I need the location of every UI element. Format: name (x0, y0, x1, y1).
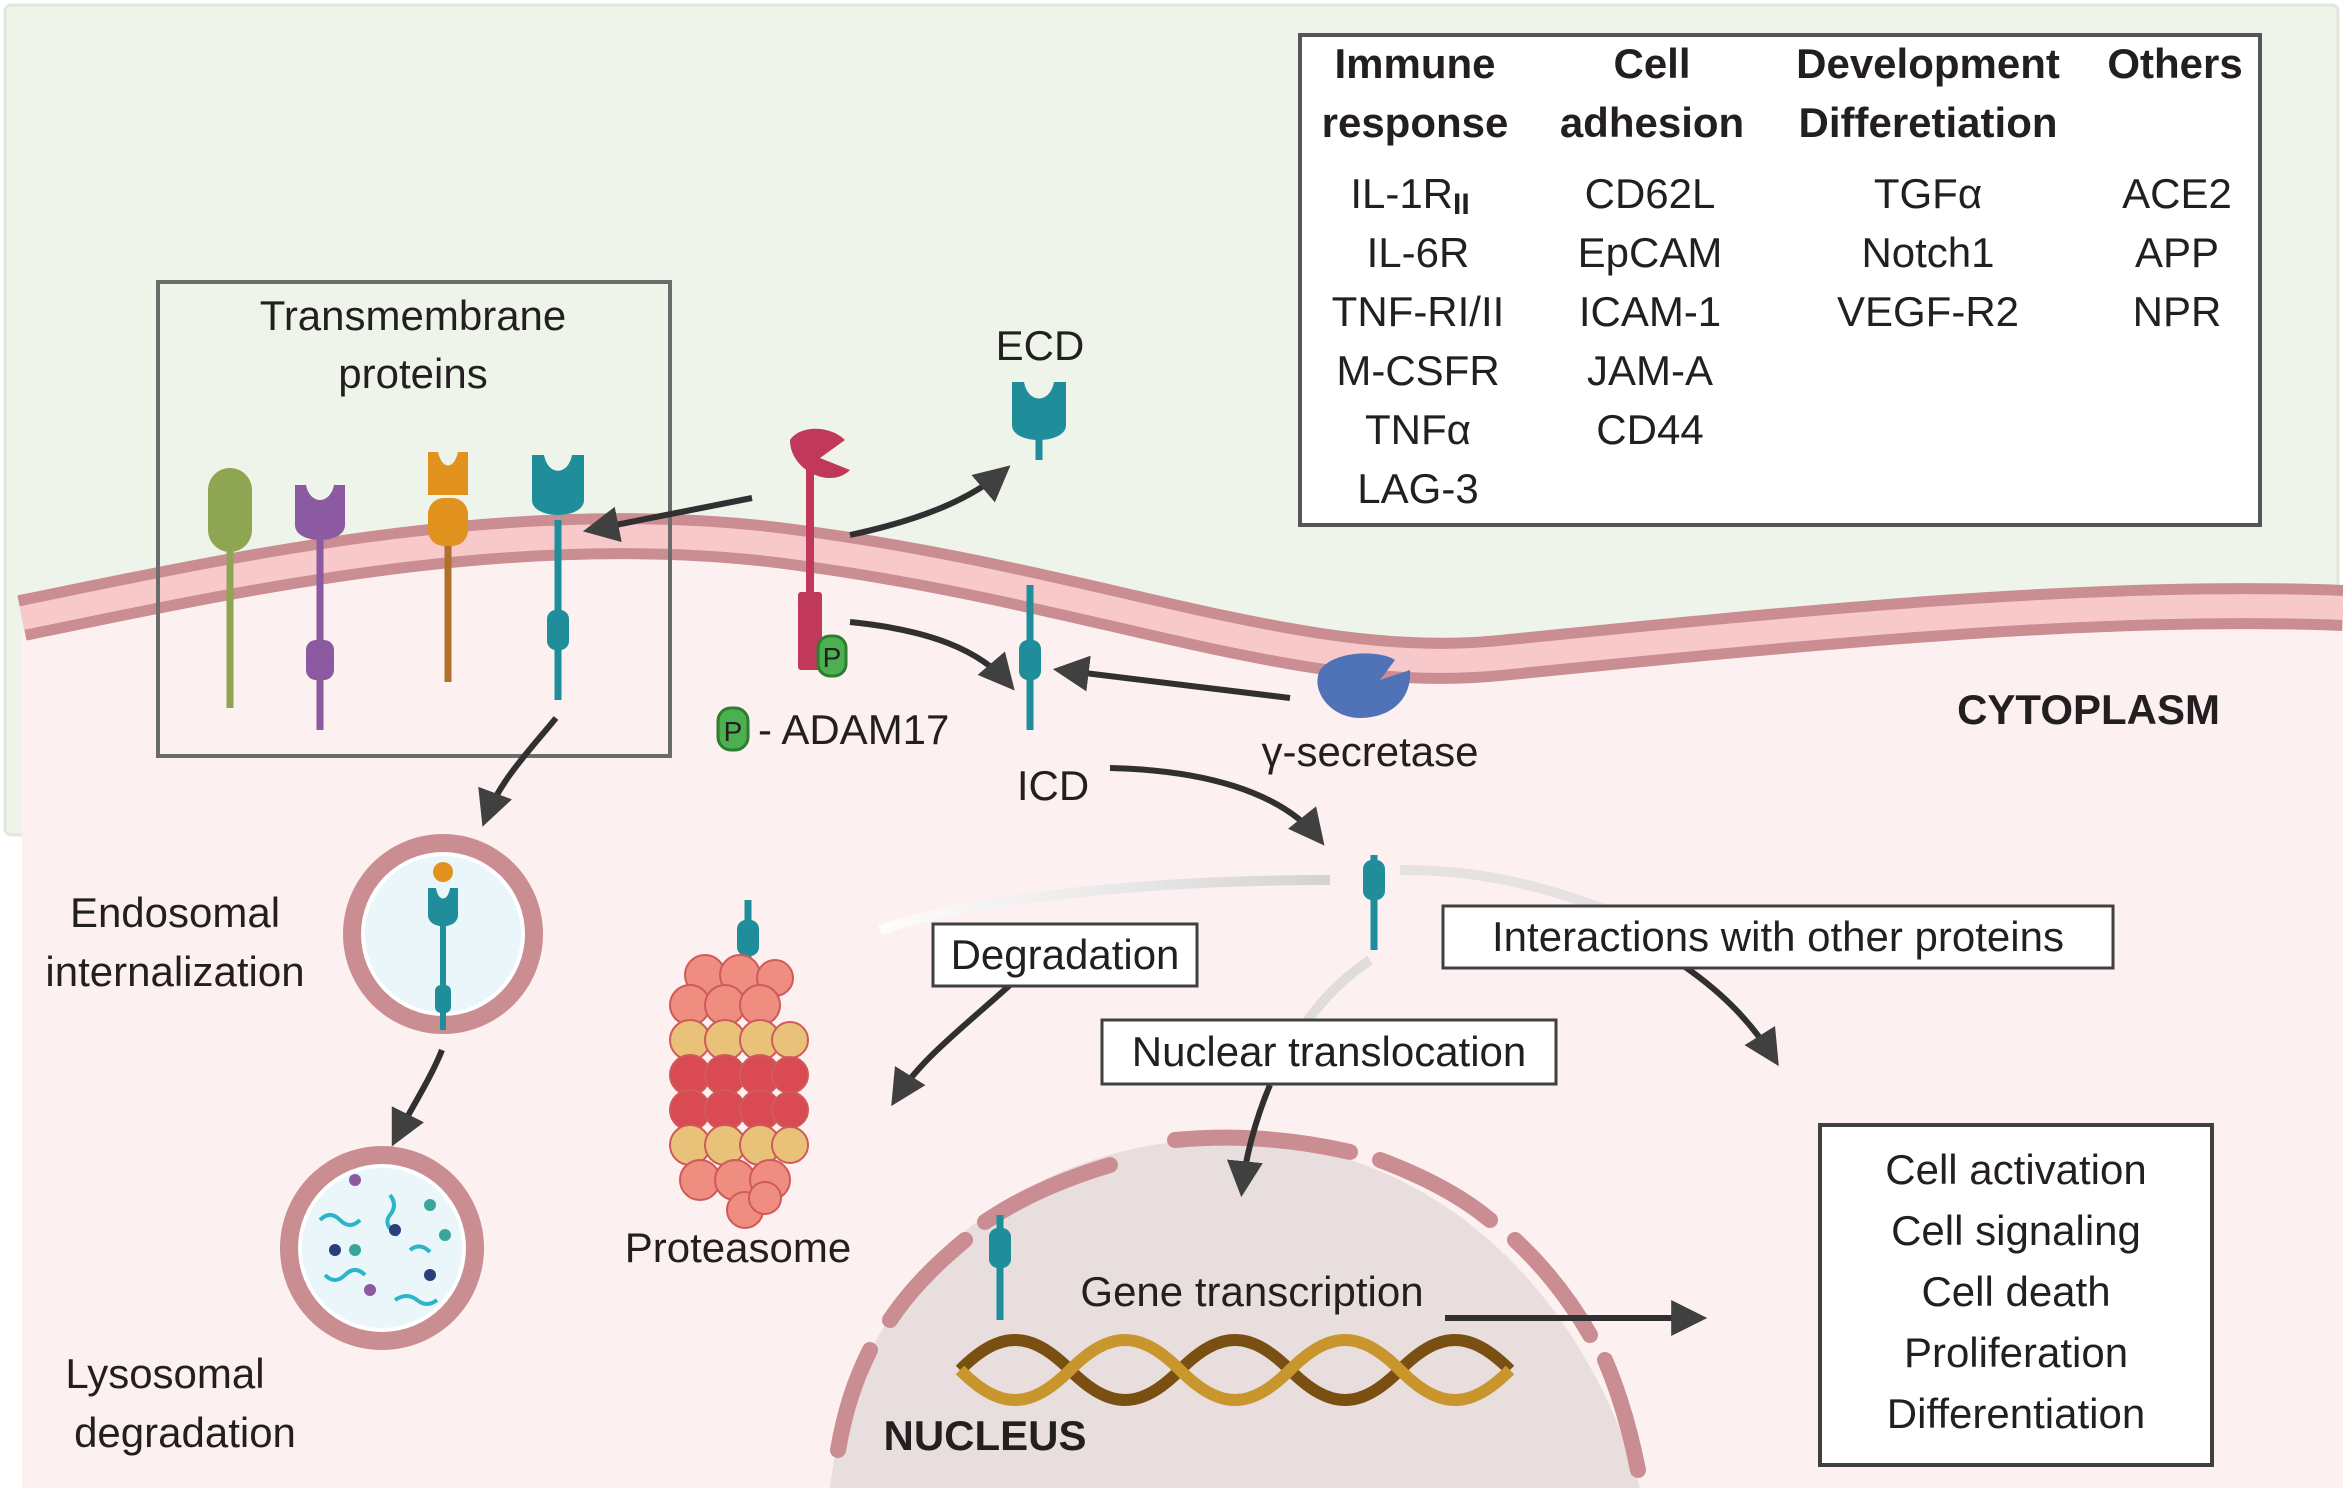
lysosome-icon (280, 1146, 484, 1350)
proteasome-label: Proteasome (625, 1224, 851, 1271)
cell-notch1: Notch1 (1861, 229, 1994, 276)
cell-lag3: LAG-3 (1357, 465, 1478, 512)
outcome-item: Differentiation (1887, 1390, 2145, 1437)
header-development-1: Development (1796, 40, 2060, 87)
cytoplasm-region (22, 548, 2343, 1488)
scissors-enzyme-icon (790, 428, 850, 479)
icd-released (1363, 855, 1385, 950)
table-column-development: TGFα Notch1 VEGF-R2 (1837, 170, 2019, 335)
outcome-item: Cell death (1921, 1268, 2110, 1315)
outcomes-box (1818, 1123, 2214, 1467)
interactions-box (1441, 904, 2115, 970)
outcome-item: Proliferation (1904, 1329, 2128, 1376)
outcome-item: Cell activation (1885, 1146, 2146, 1193)
substrate-table (1298, 33, 2262, 527)
header-adhesion-1: Cell (1613, 40, 1690, 87)
transmembrane-box (156, 280, 672, 758)
arrows (391, 465, 1779, 1336)
phosphate-badge-icon (716, 706, 750, 752)
protein-receptor-icon (295, 485, 345, 730)
gsecretase-label: γ-secretase (1261, 728, 1478, 775)
lysosomal-label-2: degradation (74, 1409, 296, 1456)
cell-tnfr: TNF-RI/II (1332, 288, 1505, 335)
outcomes-list: Cell activation Cell signaling Cell deat… (1885, 1146, 2146, 1437)
nuclear-translocation-label: Nuclear translocation (1132, 1028, 1527, 1075)
interactions-label: Interactions with other proteins (1492, 913, 2064, 960)
cell-ace2: ACE2 (2122, 170, 2232, 217)
phosphate-badge-icon (816, 634, 848, 678)
cell-npr: NPR (2133, 288, 2222, 335)
cytoplasm-label: CYTOPLASM (1957, 686, 2220, 733)
protein-receptor-icon (532, 455, 584, 700)
nuclear-icd (989, 1215, 1011, 1320)
endosomal-label-2: internalization (45, 948, 304, 995)
header-immune-2: response (1322, 99, 1509, 146)
lysosomal-label-1: Lysosomal (65, 1350, 264, 1397)
cell-tgfa: TGFα (1874, 170, 1982, 217)
endosome-icon (343, 834, 543, 1034)
degradation-label: Degradation (951, 931, 1180, 978)
phospho-legend-mark: P (724, 716, 743, 747)
cell-mcsfr: M-CSFR (1336, 347, 1499, 394)
header-others: Others (2107, 40, 2242, 87)
cell-vegfr2: VEGF-R2 (1837, 288, 2019, 335)
endosomal-label-1: Endosomal (70, 889, 280, 936)
dna-helix-icon (955, 1334, 1515, 1406)
cell-app: APP (2135, 229, 2219, 276)
gene-transcription-label: Gene transcription (1080, 1268, 1423, 1315)
adam17-enzyme: P (790, 428, 850, 678)
proteasome-icon (669, 900, 809, 1229)
ecd-fragment (1012, 382, 1066, 460)
cell-cd44: CD44 (1596, 406, 1703, 453)
table-column-immune: IL-1RII IL-6R TNF-RI/II M-CSFR TNFα LAG-… (1332, 170, 1505, 512)
gamma-secretase-icon (1317, 653, 1411, 718)
nuclear-envelope (830, 1129, 1646, 1478)
membrane-stub (1019, 585, 1041, 730)
phospho-mark: P (823, 642, 842, 673)
transmembrane-label-1: Transmembrane (260, 292, 567, 339)
cell-il1r: IL-1RII (1350, 170, 1469, 221)
ecd-label: ECD (996, 322, 1085, 369)
transmembrane-label-2: proteins (338, 350, 487, 397)
cell-jama: JAM-A (1587, 347, 1713, 394)
icd-label: ICD (1017, 762, 1089, 809)
cell-tnfa: TNFα (1365, 406, 1471, 453)
header-adhesion-2: adhesion (1560, 99, 1744, 146)
table-column-adhesion: CD62L EpCAM ICAM-1 JAM-A CD44 (1578, 170, 1723, 453)
adam17-label: - ADAM17 (758, 706, 949, 753)
table-column-others: ACE2 APP NPR (2122, 170, 2232, 335)
table-headers: Immune response Cell adhesion Developmen… (1322, 40, 2243, 146)
protein-receptor-icon (208, 468, 252, 708)
protein-receptor-icon (428, 452, 468, 682)
nuclear-translocation-box (1100, 1018, 1558, 1086)
cell-epcam: EpCAM (1578, 229, 1723, 276)
cell-icam1: ICAM-1 (1579, 288, 1721, 335)
cell-cd62l: CD62L (1585, 170, 1716, 217)
header-immune-1: Immune (1334, 40, 1495, 87)
header-development-2: Differetiation (1798, 99, 2057, 146)
adam17-legend: P - ADAM17 (716, 706, 949, 753)
outcome-item: Cell signaling (1891, 1207, 2141, 1254)
degradation-box (931, 922, 1199, 988)
cell-il6r: IL-6R (1367, 229, 1470, 276)
nucleus-label: NUCLEUS (883, 1412, 1086, 1459)
